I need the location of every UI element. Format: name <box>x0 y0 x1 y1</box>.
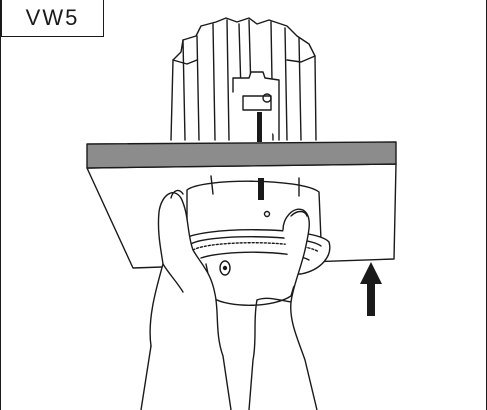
right-hand <box>248 208 318 410</box>
arrow-up-icon <box>360 262 382 316</box>
left-hand <box>140 189 232 410</box>
step-label: VW5 <box>1 0 104 37</box>
heatsink-housing <box>170 17 317 142</box>
